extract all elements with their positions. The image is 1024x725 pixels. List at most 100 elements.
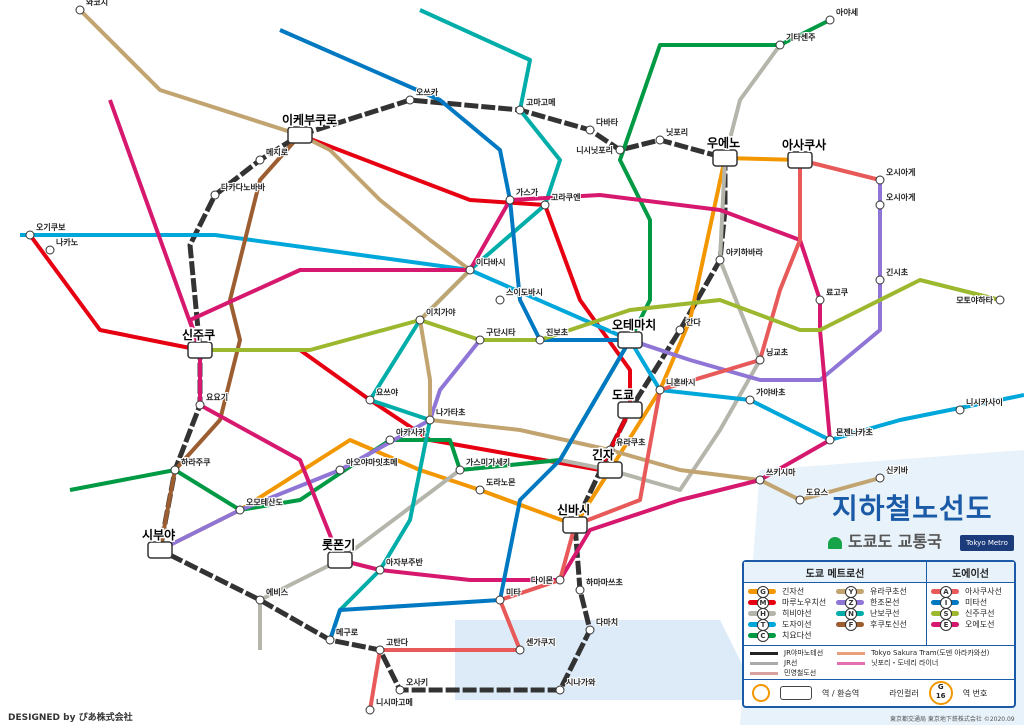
station-name[interactable]: 오기쿠보	[35, 221, 67, 233]
station-marker-icon[interactable]	[575, 585, 585, 595]
station-name[interactable]: 고라쿠엔	[550, 191, 581, 203]
station-marker-icon[interactable]	[475, 335, 485, 345]
station-marker-icon[interactable]	[535, 335, 545, 345]
station-marker-icon[interactable]	[425, 415, 435, 425]
station-name[interactable]: 신바시	[556, 501, 592, 519]
station-name[interactable]: 시나가와	[565, 676, 597, 688]
station-name[interactable]: 닛포리	[665, 126, 689, 138]
station-marker-icon[interactable]	[825, 435, 835, 445]
station-marker-icon[interactable]	[875, 473, 885, 483]
station-marker-icon[interactable]	[585, 125, 595, 135]
station-name[interactable]: 센가쿠지	[525, 636, 556, 648]
station-marker-icon[interactable]	[585, 625, 595, 635]
station-marker-icon[interactable]	[45, 245, 55, 255]
station-marker-icon[interactable]	[375, 645, 385, 655]
station-marker-icon[interactable]	[875, 275, 885, 285]
station-name[interactable]: 기타센주	[785, 31, 817, 43]
station-marker-icon[interactable]	[775, 40, 785, 50]
station-name[interactable]: 긴시초	[885, 266, 910, 278]
station-marker-icon[interactable]	[675, 325, 685, 335]
station-marker-icon[interactable]	[170, 465, 180, 475]
station-name[interactable]: 아사쿠사	[781, 136, 828, 154]
station-marker-icon[interactable]	[495, 295, 505, 305]
station-name[interactable]: 아오야마잇초메	[345, 456, 399, 468]
station-name[interactable]: 다마치	[595, 616, 619, 628]
station-name[interactable]: 모토야하타	[955, 294, 994, 306]
transfer-station-icon[interactable]	[597, 461, 623, 479]
station-name[interactable]: 가스미가세키	[465, 456, 511, 468]
station-marker-icon[interactable]	[515, 645, 525, 655]
station-name[interactable]: 아키하바라	[725, 246, 764, 258]
station-marker-icon[interactable]	[365, 705, 375, 715]
station-marker-icon[interactable]	[375, 565, 385, 575]
station-name[interactable]: 아자부주반	[385, 556, 424, 568]
station-name[interactable]: 미타	[505, 586, 522, 598]
transfer-station-icon[interactable]	[187, 341, 213, 359]
station-name[interactable]: 다바타	[595, 116, 620, 128]
transfer-station-icon[interactable]	[787, 151, 813, 169]
station-name[interactable]: 쓰키시마	[765, 466, 797, 478]
station-marker-icon[interactable]	[195, 400, 205, 410]
station-marker-icon[interactable]	[415, 315, 425, 325]
station-name[interactable]: 우에노	[706, 134, 742, 152]
station-name[interactable]: 아야세	[835, 6, 859, 18]
station-marker-icon[interactable]	[955, 405, 965, 415]
station-marker-icon[interactable]	[235, 505, 245, 515]
station-marker-icon[interactable]	[615, 145, 625, 155]
station-marker-icon[interactable]	[655, 385, 665, 395]
station-name[interactable]: 오사키	[405, 676, 429, 688]
station-name[interactable]: 진보초	[545, 326, 570, 338]
station-marker-icon[interactable]	[325, 635, 335, 645]
station-marker-icon[interactable]	[655, 135, 665, 145]
station-marker-icon[interactable]	[555, 575, 565, 585]
station-marker-icon[interactable]	[515, 105, 525, 115]
station-marker-icon[interactable]	[995, 295, 1005, 305]
station-marker-icon[interactable]	[405, 95, 415, 105]
station-name[interactable]: 와코시	[85, 0, 109, 8]
station-name[interactable]: 가야바초	[755, 386, 787, 398]
station-name[interactable]: 나카노	[55, 236, 80, 248]
transfer-station-icon[interactable]	[327, 551, 353, 569]
station-name[interactable]: 하라주쿠	[180, 456, 212, 468]
station-name[interactable]: 이다바시	[475, 256, 506, 268]
station-name[interactable]: 요쓰야	[375, 386, 400, 398]
transfer-station-icon[interactable]	[712, 149, 738, 167]
station-name[interactable]: 가스가	[515, 186, 540, 198]
station-name[interactable]: 닝교초	[765, 346, 790, 358]
station-name[interactable]: 메지로	[265, 146, 290, 158]
station-name[interactable]: 이치가야	[425, 306, 457, 318]
transfer-station-icon[interactable]	[617, 401, 643, 419]
station-marker-icon[interactable]	[815, 295, 825, 305]
station-marker-icon[interactable]	[385, 435, 395, 445]
station-marker-icon[interactable]	[455, 465, 465, 475]
station-marker-icon[interactable]	[255, 595, 265, 605]
station-name[interactable]: 고탄다	[385, 636, 410, 648]
station-marker-icon[interactable]	[795, 495, 805, 505]
station-marker-icon[interactable]	[540, 200, 550, 210]
station-name[interactable]: 니혼바시	[665, 376, 696, 388]
station-marker-icon[interactable]	[465, 265, 475, 275]
station-marker-icon[interactable]	[255, 155, 265, 165]
station-marker-icon[interactable]	[395, 685, 405, 695]
transfer-station-icon[interactable]	[147, 541, 173, 559]
station-marker-icon[interactable]	[75, 5, 85, 15]
station-name[interactable]: 신주쿠	[181, 326, 217, 344]
station-name[interactable]: 아카사카	[395, 426, 427, 438]
station-marker-icon[interactable]	[210, 190, 220, 200]
station-marker-icon[interactable]	[875, 175, 885, 185]
station-name[interactable]: 나가타초	[435, 406, 467, 418]
station-marker-icon[interactable]	[875, 200, 885, 210]
station-name[interactable]: 유라쿠초	[615, 436, 647, 448]
transfer-station-icon[interactable]	[562, 516, 588, 534]
station-marker-icon[interactable]	[755, 355, 765, 365]
station-name[interactable]: 구단시타	[485, 326, 517, 338]
station-name[interactable]: 다카다노바바	[220, 181, 267, 193]
station-name[interactable]: 긴자	[591, 446, 616, 464]
station-name[interactable]: 오테마치	[611, 316, 658, 334]
transfer-station-icon[interactable]	[287, 126, 313, 144]
station-name[interactable]: 니시닛포리	[575, 144, 614, 156]
station-marker-icon[interactable]	[475, 485, 485, 495]
station-name[interactable]: 롯폰기	[321, 536, 357, 554]
station-marker-icon[interactable]	[335, 465, 345, 475]
station-marker-icon[interactable]	[365, 395, 375, 405]
